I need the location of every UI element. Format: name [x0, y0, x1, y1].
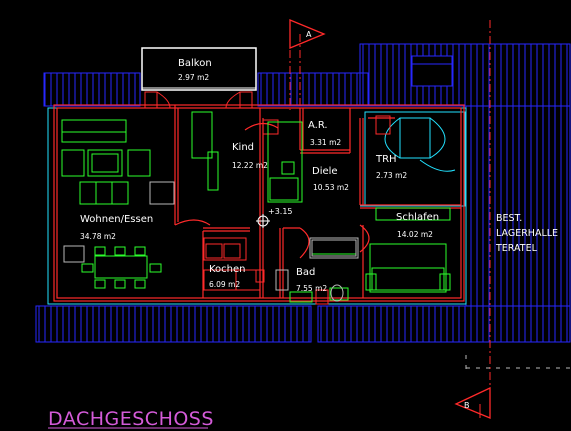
section-marker-a: A [306, 30, 312, 39]
roof-band-top-left [43, 72, 141, 107]
neighbor-label-line-3: TERATEL [495, 243, 538, 254]
wall-details [144, 91, 391, 305]
room-name-diele: Diele [312, 166, 338, 177]
room-area-kochen: 6.09 m2 [209, 280, 240, 289]
level-marker [256, 214, 270, 228]
room-name-kochen: Kochen [209, 264, 246, 275]
room-name-kind: Kind [232, 142, 254, 153]
balcony [141, 47, 257, 91]
room-name-schlafen: Schlafen [396, 212, 439, 223]
cyan-outlines [47, 107, 467, 305]
neighbor-label-line-1: BEST. [496, 213, 522, 224]
room-area-balkon: 2.97 m2 [178, 73, 209, 82]
room-area-schlafen: 14.02 m2 [397, 230, 433, 239]
room-name-trh: TRH [375, 154, 397, 165]
room-name-wohnen: Wohnen/Essen [80, 214, 153, 225]
dimension-line [465, 355, 570, 372]
roof-band-bottom [35, 305, 571, 343]
room-area-ar: 3.31 m2 [310, 138, 341, 147]
room-name-ar: A.R. [308, 120, 328, 131]
room-area-kind: 12.22 m2 [232, 161, 268, 170]
room-area-trh: 2.73 m2 [376, 171, 407, 180]
roof-band-right [465, 105, 571, 307]
room-area-bad: 7.55 m2 [296, 284, 327, 293]
neighbor-label-line-2: LAGERHALLE [496, 228, 558, 239]
room-name-balkon: Balkon [178, 58, 212, 69]
level-mark-text: +3.15 [268, 207, 293, 216]
drawing-title: DACHGESCHOSS [48, 408, 214, 430]
room-name-bad: Bad [296, 267, 315, 278]
fixtures [63, 181, 359, 302]
section-line-b [454, 20, 491, 419]
section-marker-b: B [464, 401, 470, 410]
room-area-wohnen: 34.78 m2 [80, 232, 116, 241]
room-area-diele: 10.53 m2 [313, 183, 349, 192]
roof-band-top-right [257, 43, 571, 107]
section-line-a [289, 19, 326, 110]
furniture [61, 111, 451, 303]
walls [53, 104, 465, 302]
